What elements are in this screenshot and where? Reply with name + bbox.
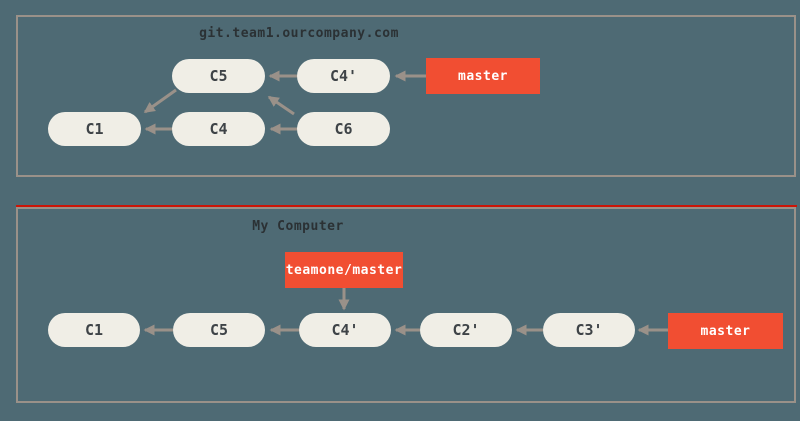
commit-node-c1: C1 [48, 313, 140, 347]
commit-node-c6: C6 [297, 112, 390, 146]
local-panel [16, 207, 796, 403]
branch-label-master: master [668, 313, 783, 349]
commit-node-c5: C5 [172, 59, 265, 93]
branch-label-teamone-master: teamone/master [285, 252, 403, 288]
commit-node-c4: C4' [297, 59, 390, 93]
commit-node-c4: C4 [172, 112, 265, 146]
commit-node-c2: C2' [420, 313, 512, 347]
branch-label-master: master [426, 58, 540, 94]
commit-node-c5: C5 [173, 313, 265, 347]
commit-node-c3: C3' [543, 313, 635, 347]
server-panel [16, 15, 796, 177]
commit-node-c4: C4' [299, 313, 391, 347]
red-divider-line [16, 205, 797, 207]
local-panel-title: My Computer [252, 219, 344, 234]
commit-node-c1: C1 [48, 112, 141, 146]
server-panel-title: git.team1.ourcompany.com [199, 26, 399, 41]
